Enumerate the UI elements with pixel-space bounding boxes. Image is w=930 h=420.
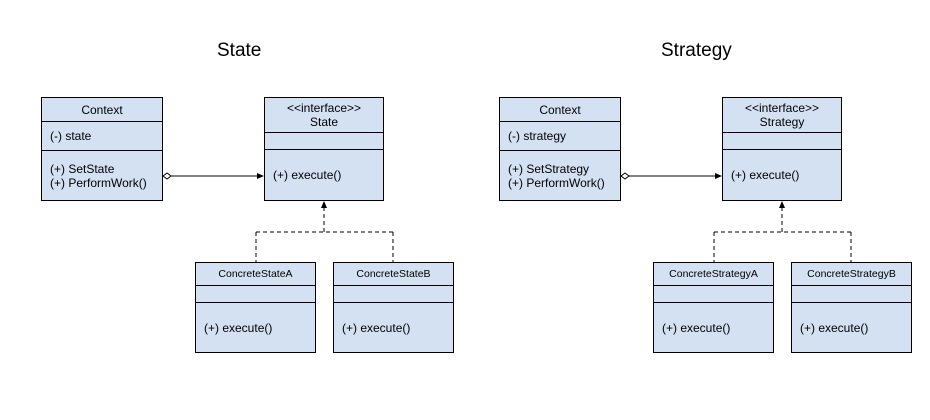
attributes-section	[334, 286, 453, 303]
method: (+) execute()	[731, 168, 800, 182]
class-header: <<interface>> State	[265, 98, 383, 133]
class-header: Context	[42, 98, 162, 122]
method: (+) PerformWork()	[508, 175, 605, 190]
state-context-class[interactable]: Context (-) state (+) SetState (+) Perfo…	[41, 97, 163, 201]
methods-section: (+) SetState (+) PerformWork()	[42, 151, 162, 200]
method: (+) execute()	[273, 168, 342, 182]
attributes-section	[196, 286, 315, 303]
state-interface-class[interactable]: <<interface>> State (+) execute()	[264, 97, 384, 201]
methods-section: (+) execute()	[196, 303, 315, 352]
methods-section: (+) execute()	[792, 303, 911, 352]
method: (+) execute()	[662, 320, 731, 335]
class-name: Strategy	[759, 115, 805, 129]
class-header: ConcreteStateA	[196, 263, 315, 286]
methods-section: (+) execute()	[334, 303, 453, 352]
attributes-section	[654, 286, 773, 303]
method: (+) execute()	[342, 320, 411, 335]
methods-section: (+) execute()	[265, 150, 383, 200]
stereotype: <<interface>>	[286, 101, 362, 115]
concrete-strategy-b-class[interactable]: ConcreteStrategyB (+) execute()	[791, 262, 912, 353]
state-realization-connector	[255, 207, 394, 262]
attributes-section	[265, 133, 383, 150]
class-name: ConcreteStateA	[218, 268, 293, 280]
class-name: Context	[81, 102, 123, 117]
attributes-section: (-) strategy	[500, 122, 620, 151]
strategy-interface-class[interactable]: <<interface>> Strategy (+) execute()	[722, 97, 842, 201]
class-header: Context	[500, 98, 620, 122]
arrowhead-icon	[715, 173, 722, 179]
class-name: ConcreteStrategyA	[669, 268, 758, 280]
method: (+) SetState	[50, 161, 115, 176]
class-header: ConcreteStrategyA	[654, 263, 773, 286]
concrete-state-b-class[interactable]: ConcreteStateB (+) execute()	[333, 262, 454, 353]
strategy-realization-connector	[713, 207, 852, 262]
attribute: (-) strategy	[508, 129, 567, 143]
class-header: <<interface>> Strategy	[723, 98, 841, 133]
method: (+) PerformWork()	[50, 175, 147, 190]
aggregation-diamond-icon	[620, 172, 630, 180]
strategy-diagram-title: Strategy	[661, 40, 732, 61]
state-diagram-title: State	[217, 40, 262, 61]
stereotype: <<interface>>	[744, 101, 820, 115]
class-name: Context	[539, 102, 581, 117]
attribute: (-) state	[50, 129, 92, 143]
strategy-aggregation-connector	[620, 172, 722, 180]
arrowhead-icon	[257, 173, 264, 179]
class-name: ConcreteStrategyB	[807, 268, 896, 280]
method: (+) SetStrategy	[508, 161, 590, 176]
class-name: State	[309, 115, 339, 129]
state-aggregation-connector	[162, 172, 264, 180]
realization-arrowhead-icon	[779, 201, 785, 208]
concrete-strategy-a-class[interactable]: ConcreteStrategyA (+) execute()	[653, 262, 774, 353]
attributes-section: (-) state	[42, 122, 162, 151]
aggregation-diamond-icon	[162, 172, 172, 180]
class-name: ConcreteStateB	[356, 268, 431, 280]
methods-section: (+) SetStrategy (+) PerformWork()	[500, 151, 620, 200]
class-header: ConcreteStrategyB	[792, 263, 911, 286]
attributes-section	[792, 286, 911, 303]
realization-arrowhead-icon	[321, 201, 327, 208]
method: (+) execute()	[800, 320, 869, 335]
methods-section: (+) execute()	[654, 303, 773, 352]
concrete-state-a-class[interactable]: ConcreteStateA (+) execute()	[195, 262, 316, 353]
class-header: ConcreteStateB	[334, 263, 453, 286]
strategy-context-class[interactable]: Context (-) strategy (+) SetStrategy (+)…	[499, 97, 621, 201]
attributes-section	[723, 133, 841, 150]
methods-section: (+) execute()	[723, 150, 841, 200]
method: (+) execute()	[204, 320, 273, 335]
